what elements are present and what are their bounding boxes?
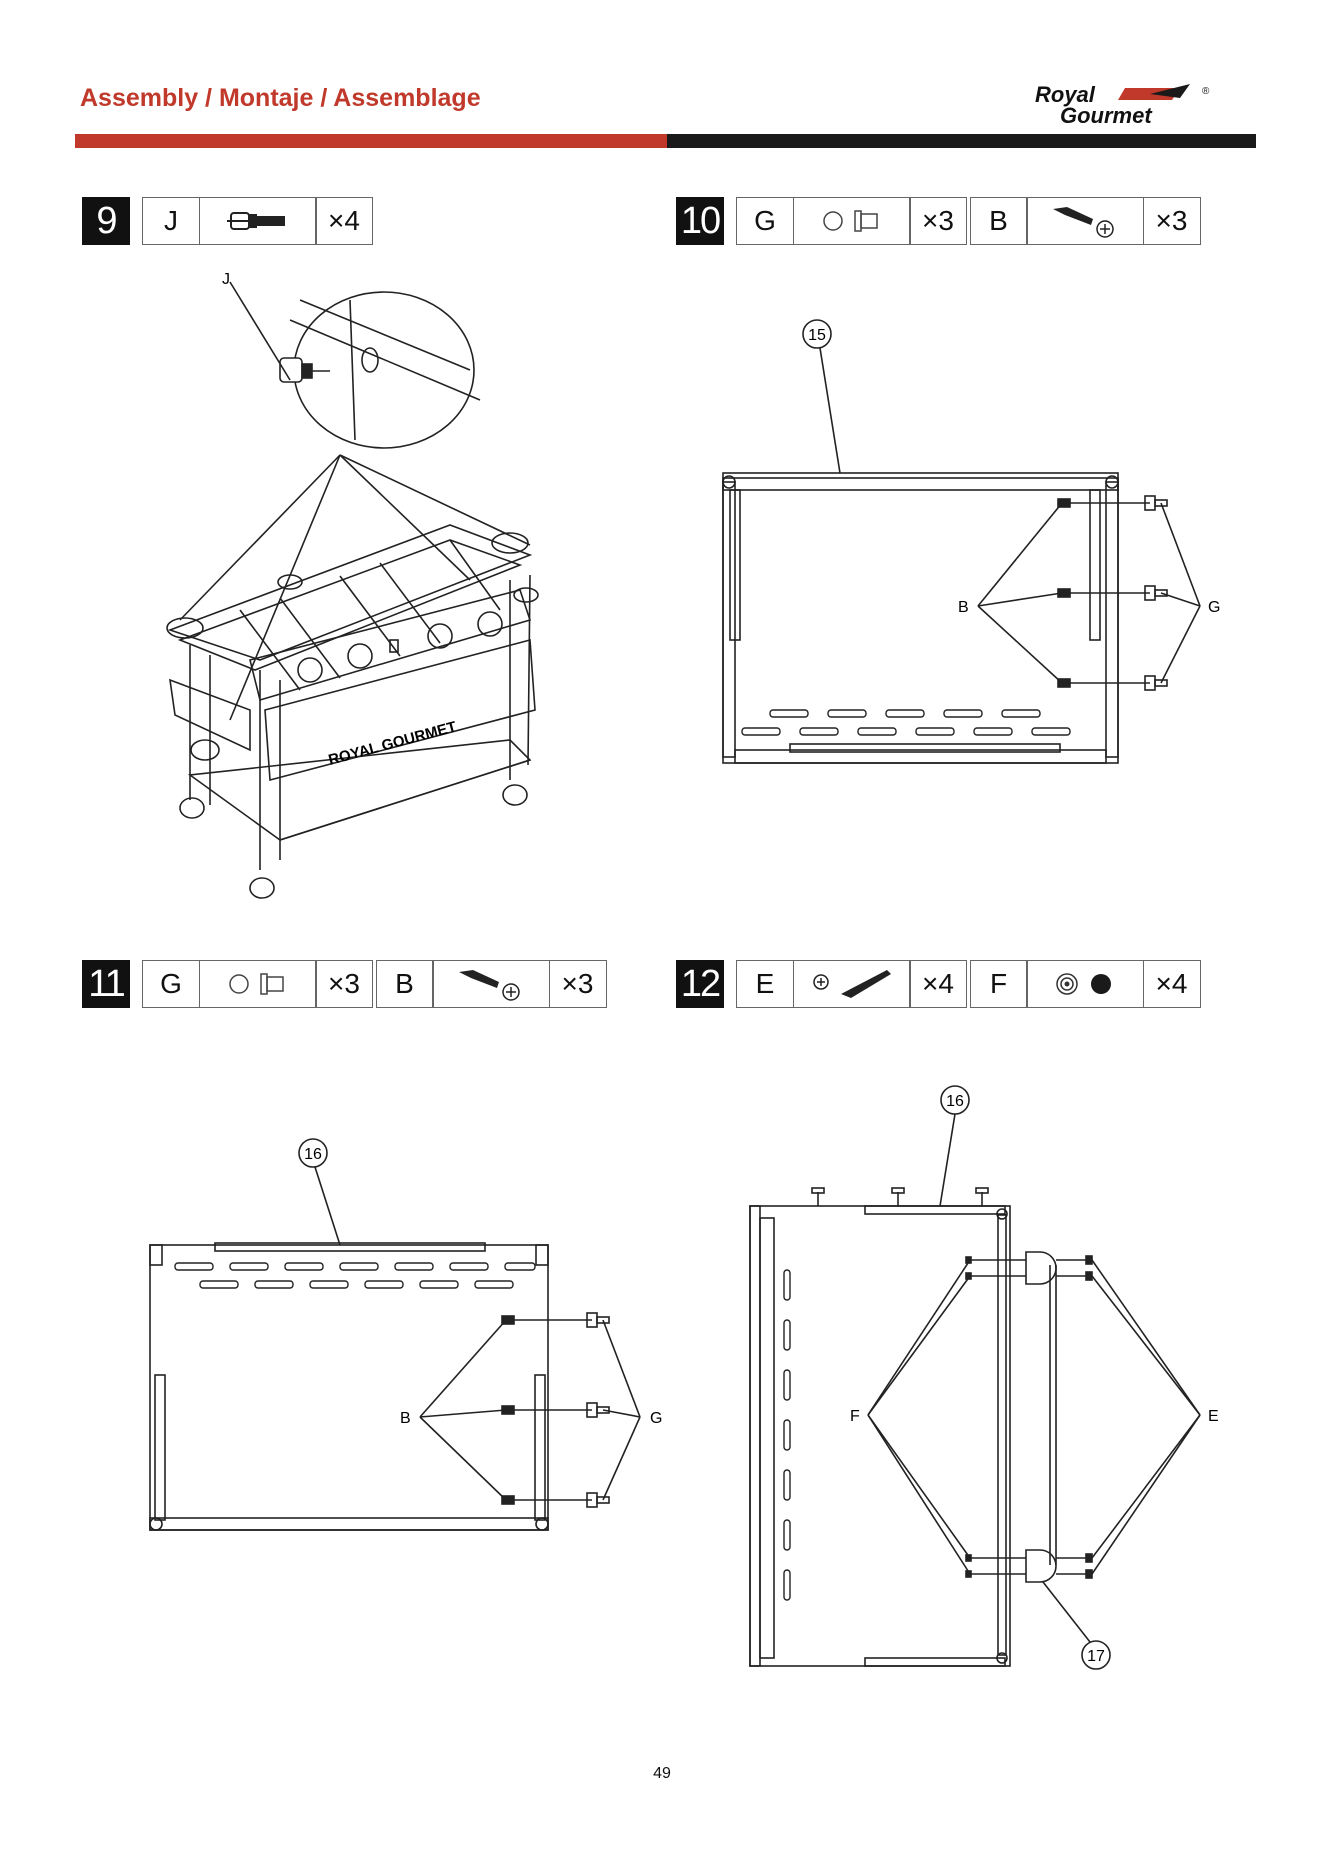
label-b: B (958, 599, 969, 616)
bolt-with-spacer-icon (199, 197, 317, 245)
part-number-16: 16 (946, 1093, 964, 1110)
header-bar-red (75, 134, 667, 148)
step-10-diagram: 15 B G (700, 310, 1260, 770)
part-qty: ×4 (315, 197, 373, 245)
part-letter: B (376, 960, 434, 1008)
step-12-header: 12 E ×4 F ×4 (676, 959, 1199, 1009)
label-g: G (1208, 599, 1220, 616)
phillips-screw-icon (432, 960, 550, 1008)
part-letter: G (142, 960, 200, 1008)
washer-and-spacer-icon (199, 960, 317, 1008)
step-11-header: 11 G ×3 B ×3 (82, 959, 605, 1009)
part-number-17: 17 (1087, 1648, 1105, 1665)
page-title: Assembly / Montaje / Assemblage (80, 84, 481, 113)
label-f: F (850, 1408, 860, 1425)
part-qty: ×3 (909, 197, 967, 245)
royal-gourmet-logo: Royal Gourmet ® (1030, 82, 1230, 126)
part-letter: G (736, 197, 794, 245)
part-letter: B (970, 197, 1028, 245)
part-qty: ×3 (1143, 197, 1201, 245)
label-b: B (400, 1410, 411, 1427)
page-number: 49 (0, 1765, 1324, 1783)
logo-line2: Gourmet (1060, 103, 1153, 126)
part-number-15: 15 (808, 327, 826, 344)
step-9-header: 9 J ×4 (82, 196, 372, 246)
part-qty: ×4 (909, 960, 967, 1008)
step-12-diagram: 16 17 F E (730, 1080, 1260, 1680)
part-letter: E (736, 960, 794, 1008)
washer-and-nut-icon (1026, 960, 1144, 1008)
label-e: E (1208, 1408, 1219, 1425)
step-10-header: 10 G ×3 B ×3 (676, 196, 1199, 246)
step-9-griddle-diagram: J ROYAL GOURMET (150, 260, 570, 910)
long-bolt-icon (793, 960, 911, 1008)
part-qty: ×3 (549, 960, 607, 1008)
griddle-brand-text: ROYAL GOURMET (327, 718, 459, 769)
phillips-screw-icon (1026, 197, 1144, 245)
step-number: 9 (82, 197, 130, 245)
part-qty: ×4 (1143, 960, 1201, 1008)
part-qty: ×3 (315, 960, 373, 1008)
washer-and-spacer-icon (793, 197, 911, 245)
step-number: 11 (82, 960, 130, 1008)
label-g: G (650, 1410, 662, 1427)
svg-text:®: ® (1202, 86, 1210, 97)
part-letter: J (142, 197, 200, 245)
header-bar-black (667, 134, 1256, 148)
part-number-16: 16 (304, 1146, 322, 1163)
callout-j: J (222, 271, 230, 288)
step-11-diagram: 16 B G (130, 1125, 690, 1545)
step-number: 12 (676, 960, 724, 1008)
part-letter: F (970, 960, 1028, 1008)
step-number: 10 (676, 197, 724, 245)
